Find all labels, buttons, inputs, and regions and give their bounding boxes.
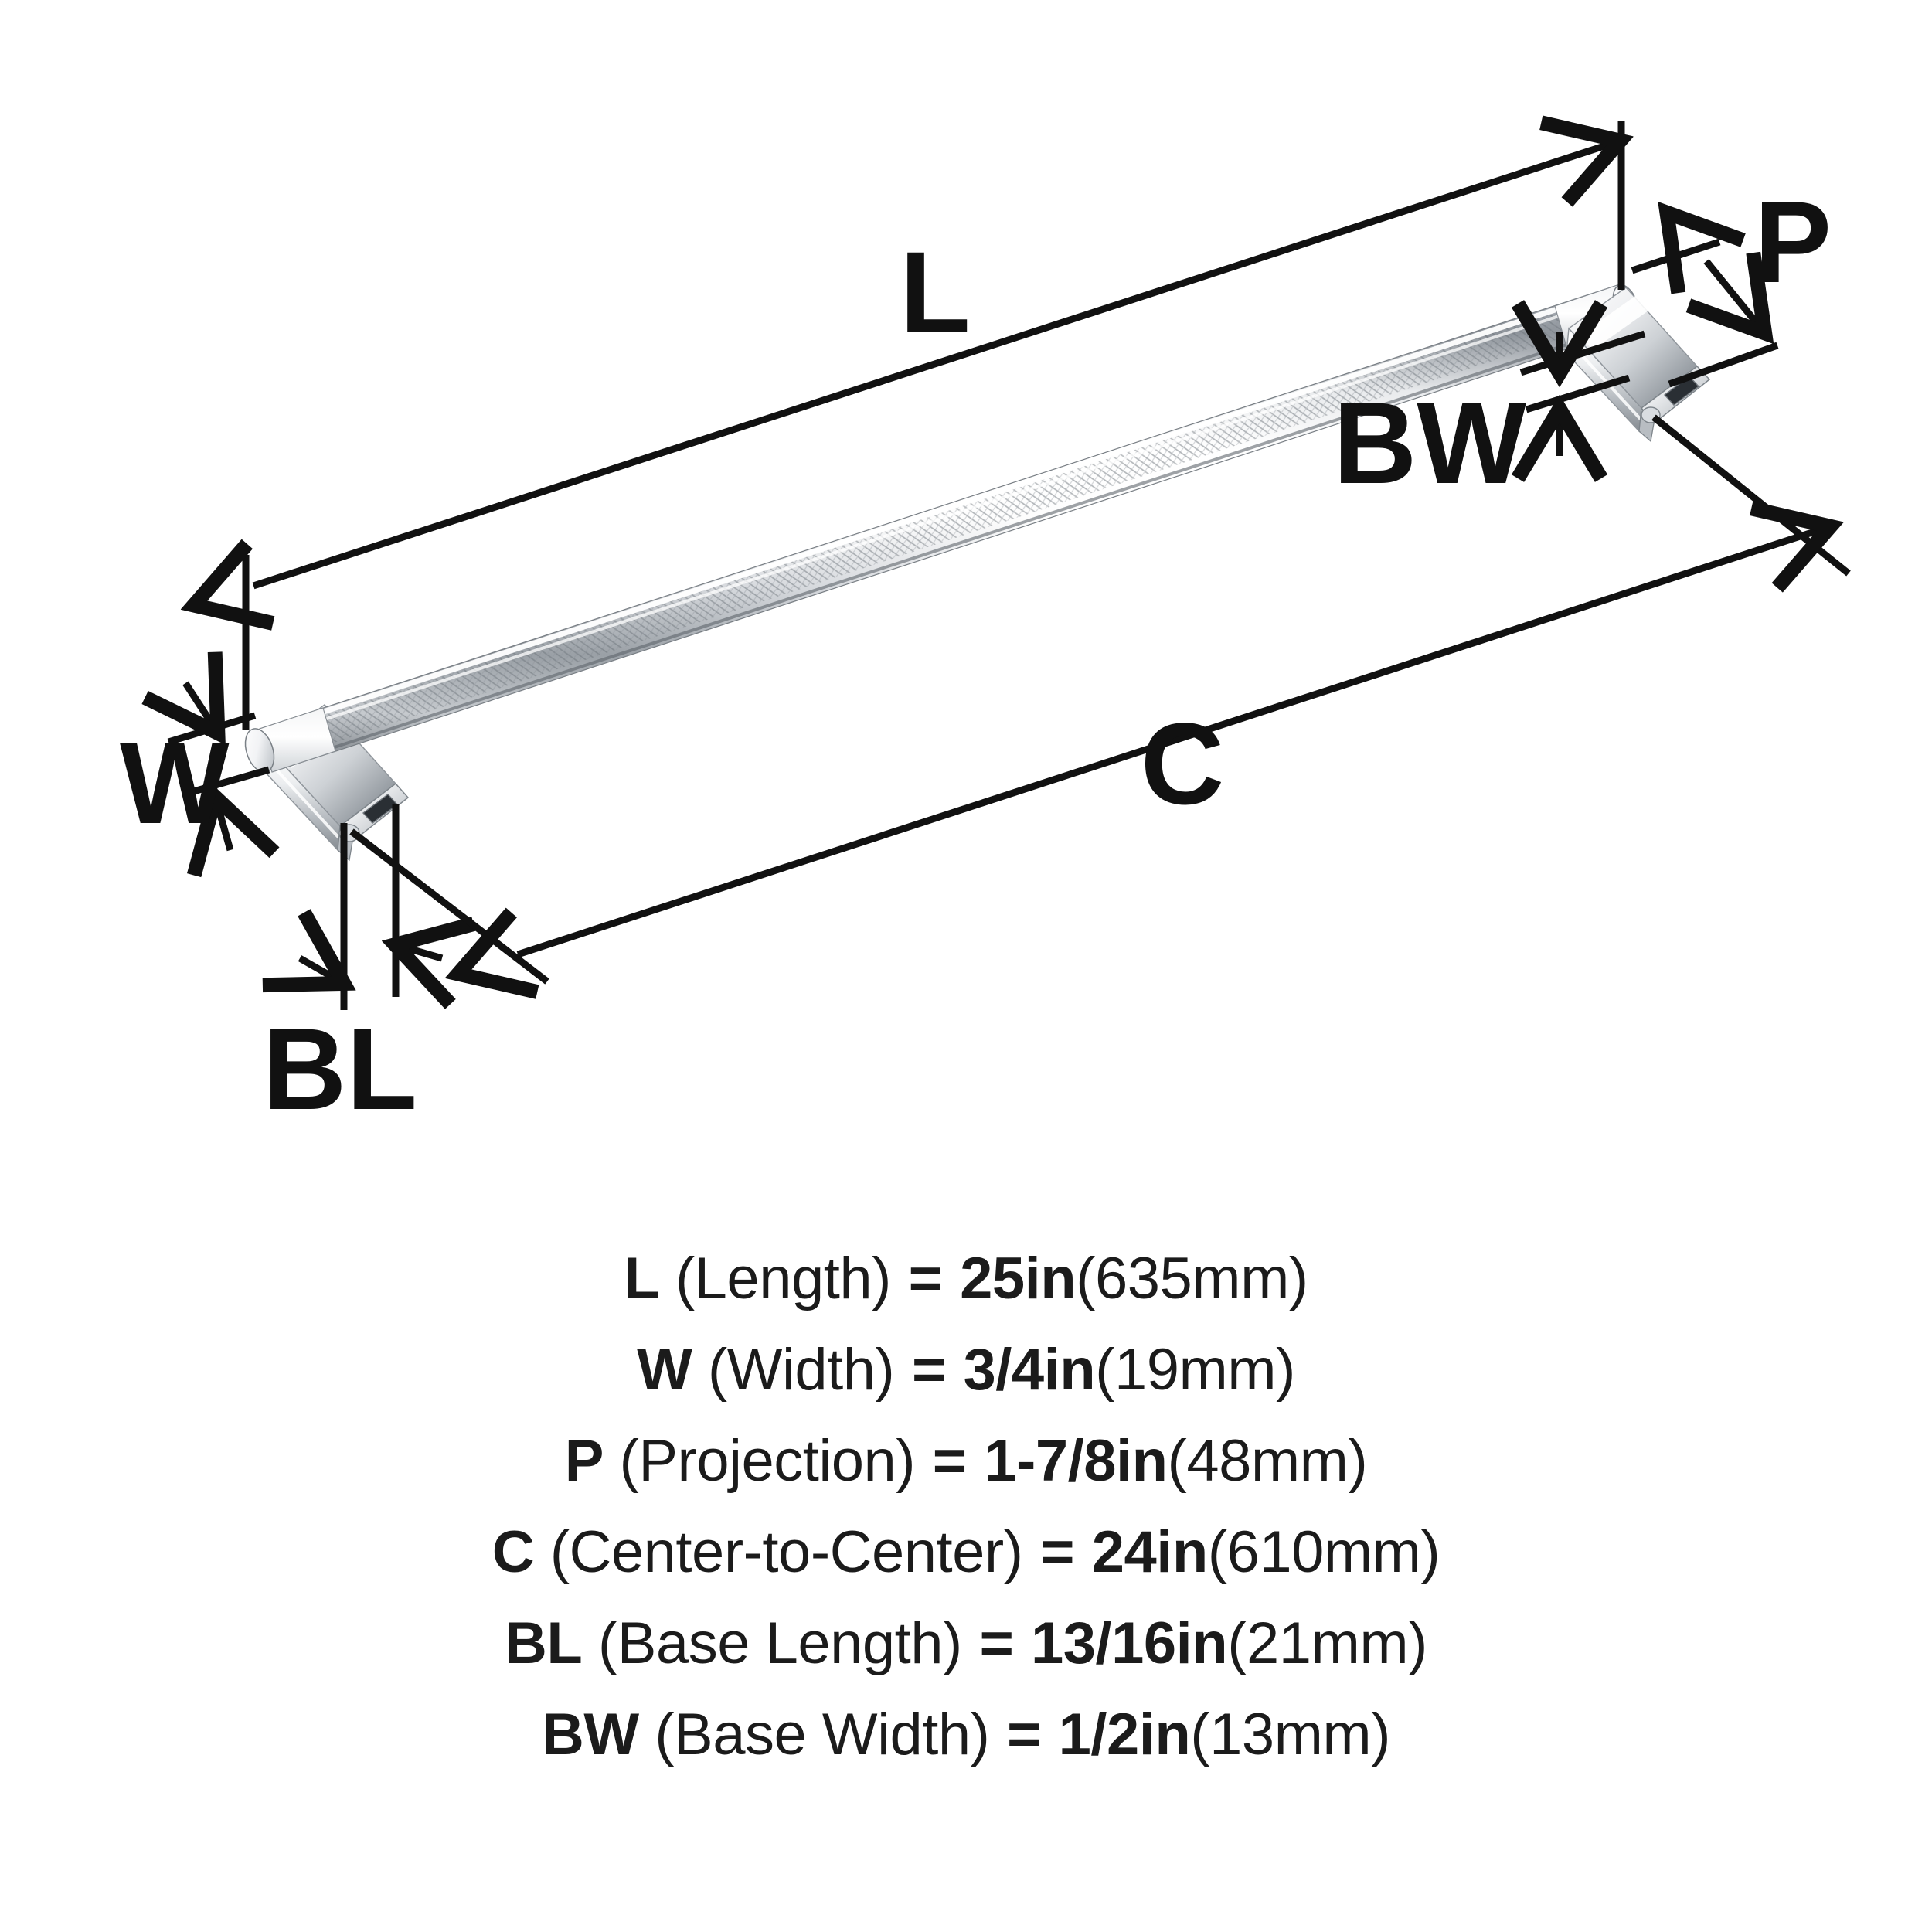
w-arrow-top [185, 683, 214, 727]
diagram-svg: L P BW C W BL [120, 115, 1851, 1134]
spec-name-base-width: (Base Width) [655, 1702, 990, 1767]
spec-eq-base-width: = [1007, 1702, 1041, 1767]
spec-value-mm-base-width: (13mm) [1190, 1702, 1391, 1767]
spec-name-width: (Width) [707, 1337, 895, 1403]
spec-eq-width: = [911, 1337, 946, 1403]
diagram-illustration: L P BW C W BL [120, 115, 1851, 1134]
spec-key-base-length: BL [504, 1611, 583, 1676]
spec-key-length: L [624, 1246, 660, 1311]
spec-row-center-to-center: C (Center-to-Center) = 24in(610mm) [0, 1507, 1932, 1598]
dimension-lines [168, 121, 1851, 1010]
spec-value-in-width: 3/4in [963, 1337, 1096, 1403]
dimension-label-BL: BL [263, 1004, 417, 1134]
spec-value-in-projection: 1-7/8in [984, 1428, 1168, 1494]
dimension-label-C: C [1141, 699, 1224, 828]
left-post-edge-highlight [270, 764, 345, 844]
p-dimension-line [1706, 261, 1760, 328]
spec-value-mm-projection: (48mm) [1167, 1428, 1368, 1494]
spec-value-mm-length: (635mm) [1076, 1246, 1308, 1311]
spec-row-base-length: BL (Base Length) = 13/16in(21mm) [0, 1598, 1932, 1689]
spec-value-in-center-to-center: 24in [1091, 1519, 1209, 1585]
spec-key-center-to-center: C [492, 1519, 535, 1585]
spec-row-base-width: BW (Base Width) = 1/2in(13mm) [0, 1689, 1932, 1781]
spec-key-base-width: BW [541, 1702, 639, 1767]
dimension-label-BW: BW [1333, 378, 1526, 508]
p-leader-bottom [1668, 342, 1779, 388]
dimension-label-W: W [120, 718, 230, 848]
bl-arrow-right [402, 947, 442, 958]
spec-name-projection: (Projection) [619, 1428, 916, 1494]
spec-value-mm-base-length: (21mm) [1227, 1611, 1427, 1676]
spec-eq-base-length: = [979, 1611, 1014, 1676]
spec-value-in-base-width: 1/2in [1058, 1702, 1191, 1767]
dimension-label-L: L [900, 227, 971, 357]
spec-value-in-base-length: 13/16in [1030, 1611, 1228, 1676]
spec-eq-center-to-center: = [1040, 1519, 1075, 1585]
spec-row-width: W (Width) = 3/4in(19mm) [0, 1325, 1932, 1416]
spec-value-in-length: 25in [960, 1246, 1077, 1311]
spec-key-projection: P [564, 1428, 604, 1494]
spec-name-length: (Length) [675, 1246, 892, 1311]
bl-arrow-left [300, 958, 338, 980]
spec-eq-projection: = [932, 1428, 967, 1494]
c-dimension-line [518, 529, 1824, 954]
spec-value-mm-width: (19mm) [1095, 1337, 1295, 1403]
spec-name-base-length: (Base Length) [597, 1611, 962, 1676]
spec-row-projection: P (Projection) = 1-7/8in(48mm) [0, 1416, 1932, 1507]
specification-list: L (Length) = 25in(635mm) W (Width) = 3/4… [0, 1233, 1932, 1781]
w-arrow-bottom [217, 804, 230, 850]
spec-row-length: L (Length) = 25in(635mm) [0, 1233, 1932, 1325]
dimension-label-group: L P BW C W BL [120, 177, 1832, 1134]
spec-value-mm-center-to-center: (610mm) [1207, 1519, 1440, 1585]
spec-name-center-to-center: (Center-to-Center) [549, 1519, 1023, 1585]
spec-key-width: W [637, 1337, 692, 1403]
dimension-label-P: P [1754, 177, 1832, 307]
spec-eq-length: = [908, 1246, 943, 1311]
